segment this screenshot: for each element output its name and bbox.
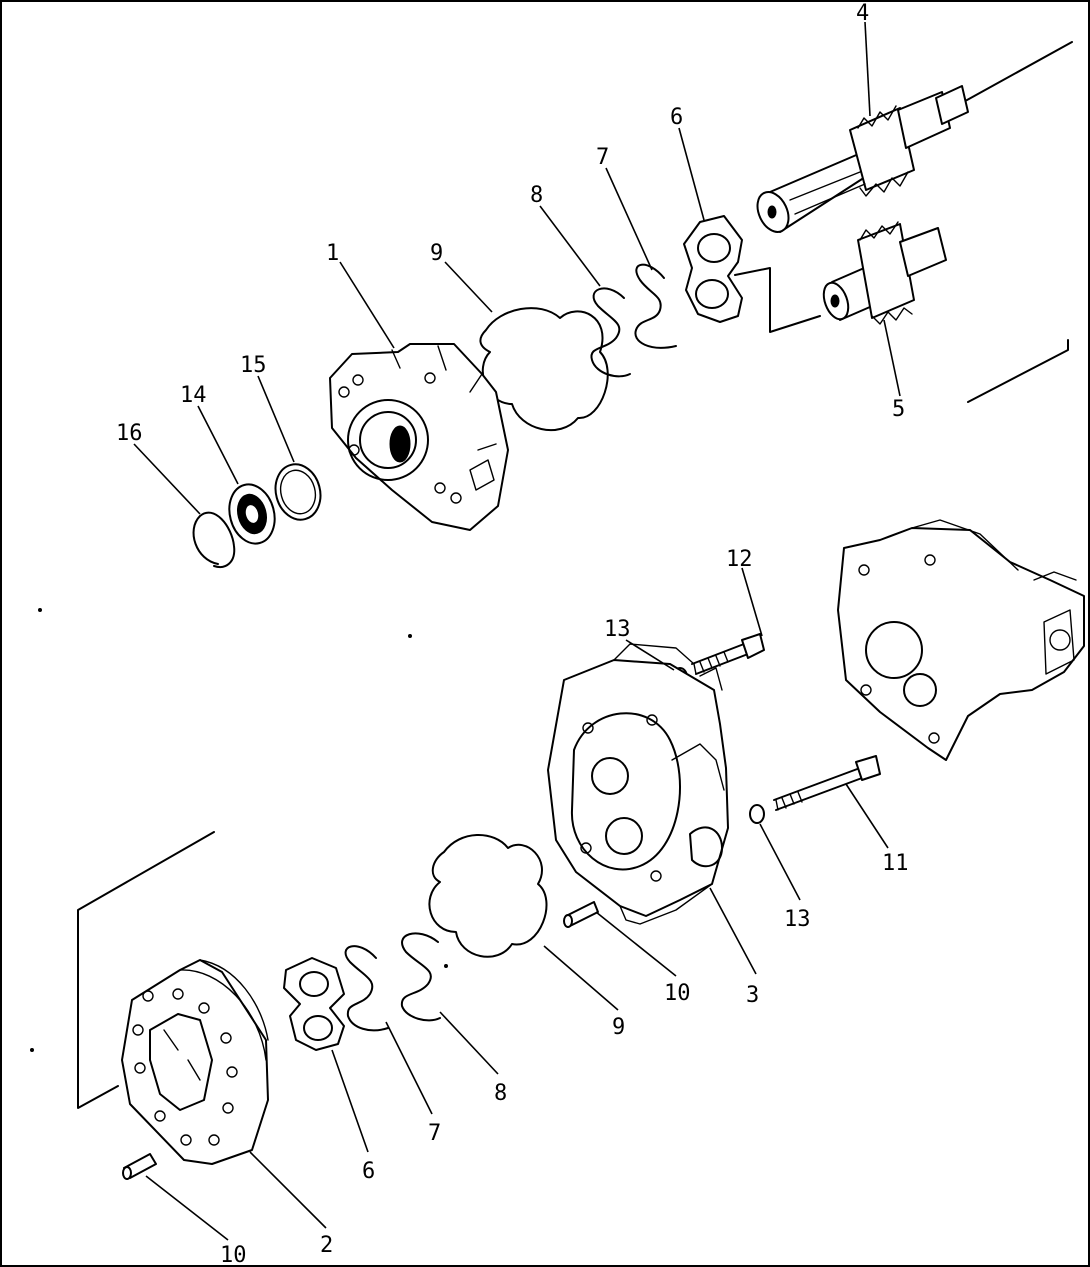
callout-13-lower: 13: [784, 907, 811, 932]
callout-10: 10: [664, 981, 691, 1006]
callout-labels: 4 6 7 8 9 1 5 15 14 16 12 13 11 13 3 10 …: [116, 1, 909, 1267]
callout-8: 8: [530, 183, 543, 208]
callout-9-lower: 9: [612, 1015, 625, 1040]
part-gasket-upper: [479, 307, 609, 432]
part-gear-housing: [547, 643, 729, 925]
part-dowel-pin-bottom: [122, 1153, 157, 1180]
callout-7-lower: 7: [428, 1121, 441, 1146]
callout-2: 2: [320, 1233, 333, 1258]
part-seal-lower: [400, 932, 441, 1022]
callout-5: 5: [892, 397, 905, 422]
part-wear-plate-upper: [683, 215, 743, 323]
part-bolt-upper: [691, 633, 765, 675]
callout-13: 13: [604, 617, 631, 642]
part-seal-upper: [590, 287, 631, 378]
bracket-line-right: [967, 339, 1069, 403]
callout-4: 4: [856, 1, 869, 26]
callout-10-bottom: 10: [220, 1243, 247, 1267]
part-wear-plate-lower: [283, 957, 345, 1051]
part-front-cover: [329, 343, 509, 531]
callout-14: 14: [180, 383, 207, 408]
part-backup-ring-lower: [344, 945, 389, 1032]
callout-8-lower: 8: [494, 1081, 507, 1106]
part-backup-ring-upper: [634, 263, 677, 349]
bracket-line-gear-pair: [734, 267, 821, 333]
part-gasket-lower: [428, 834, 548, 958]
callout-15: 15: [240, 353, 267, 378]
part-washer-lower: [749, 804, 765, 824]
callout-11: 11: [882, 851, 909, 876]
part-shim: [274, 463, 322, 521]
callout-12: 12: [726, 547, 753, 572]
callout-1: 1: [326, 241, 339, 266]
part-bolt-lower: [773, 755, 881, 811]
callout-6-lower: 6: [362, 1159, 375, 1184]
part-drive-shaft: [756, 41, 1073, 233]
callout-3: 3: [746, 983, 759, 1008]
part-pump-body-rear: [837, 519, 1085, 761]
callout-16: 16: [116, 421, 143, 446]
bracket-line-left: [77, 831, 215, 1109]
callout-6: 6: [670, 105, 683, 130]
callout-7: 7: [596, 145, 609, 170]
callout-9: 9: [430, 241, 443, 266]
part-oil-seal: [228, 483, 276, 545]
leader-lines: [133, 21, 901, 1241]
part-dowel-pin-mid: [563, 901, 599, 928]
part-rear-cover: [121, 959, 269, 1165]
part-snap-ring: [192, 511, 236, 568]
part-driven-gear: [822, 221, 947, 325]
